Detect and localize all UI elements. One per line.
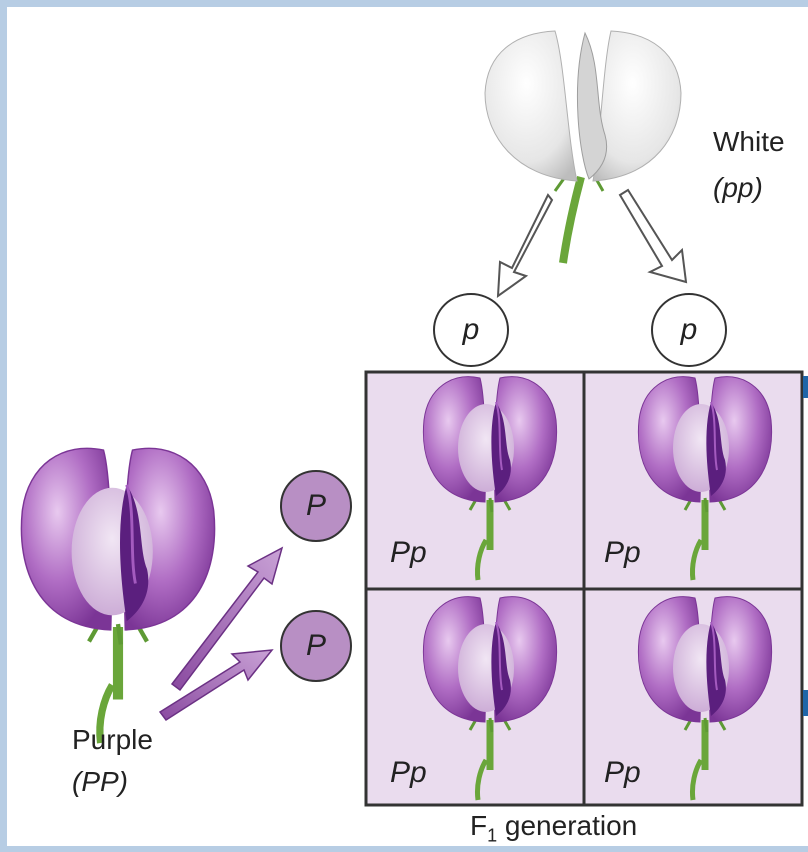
white-gamete-1: p [433,293,509,367]
edge-mark [803,376,808,398]
cell-genotype-2: Pp [604,536,641,570]
generation-subscript: 1 [487,826,497,846]
cell-genotype-1: Pp [390,536,427,570]
arrow-icon [620,190,686,282]
cell-genotype-3: Pp [390,756,427,790]
purple-parent-genotype: (PP) [72,766,128,798]
cell-genotype-4: Pp [604,756,641,790]
white-parent-genotype: (pp) [713,172,763,204]
purple-gamete-2: P [280,610,352,682]
purple-gamete-1: P [280,470,352,542]
arrow-icon [498,195,552,296]
edge-mark [803,690,808,716]
purple-parent-name: Purple [72,724,153,756]
white-parent-name: White [713,126,785,158]
generation-label: F1 generation [470,810,637,852]
generation-suffix: generation [497,810,637,841]
white-gamete-2: p [651,293,727,367]
generation-letter: F [470,810,487,841]
